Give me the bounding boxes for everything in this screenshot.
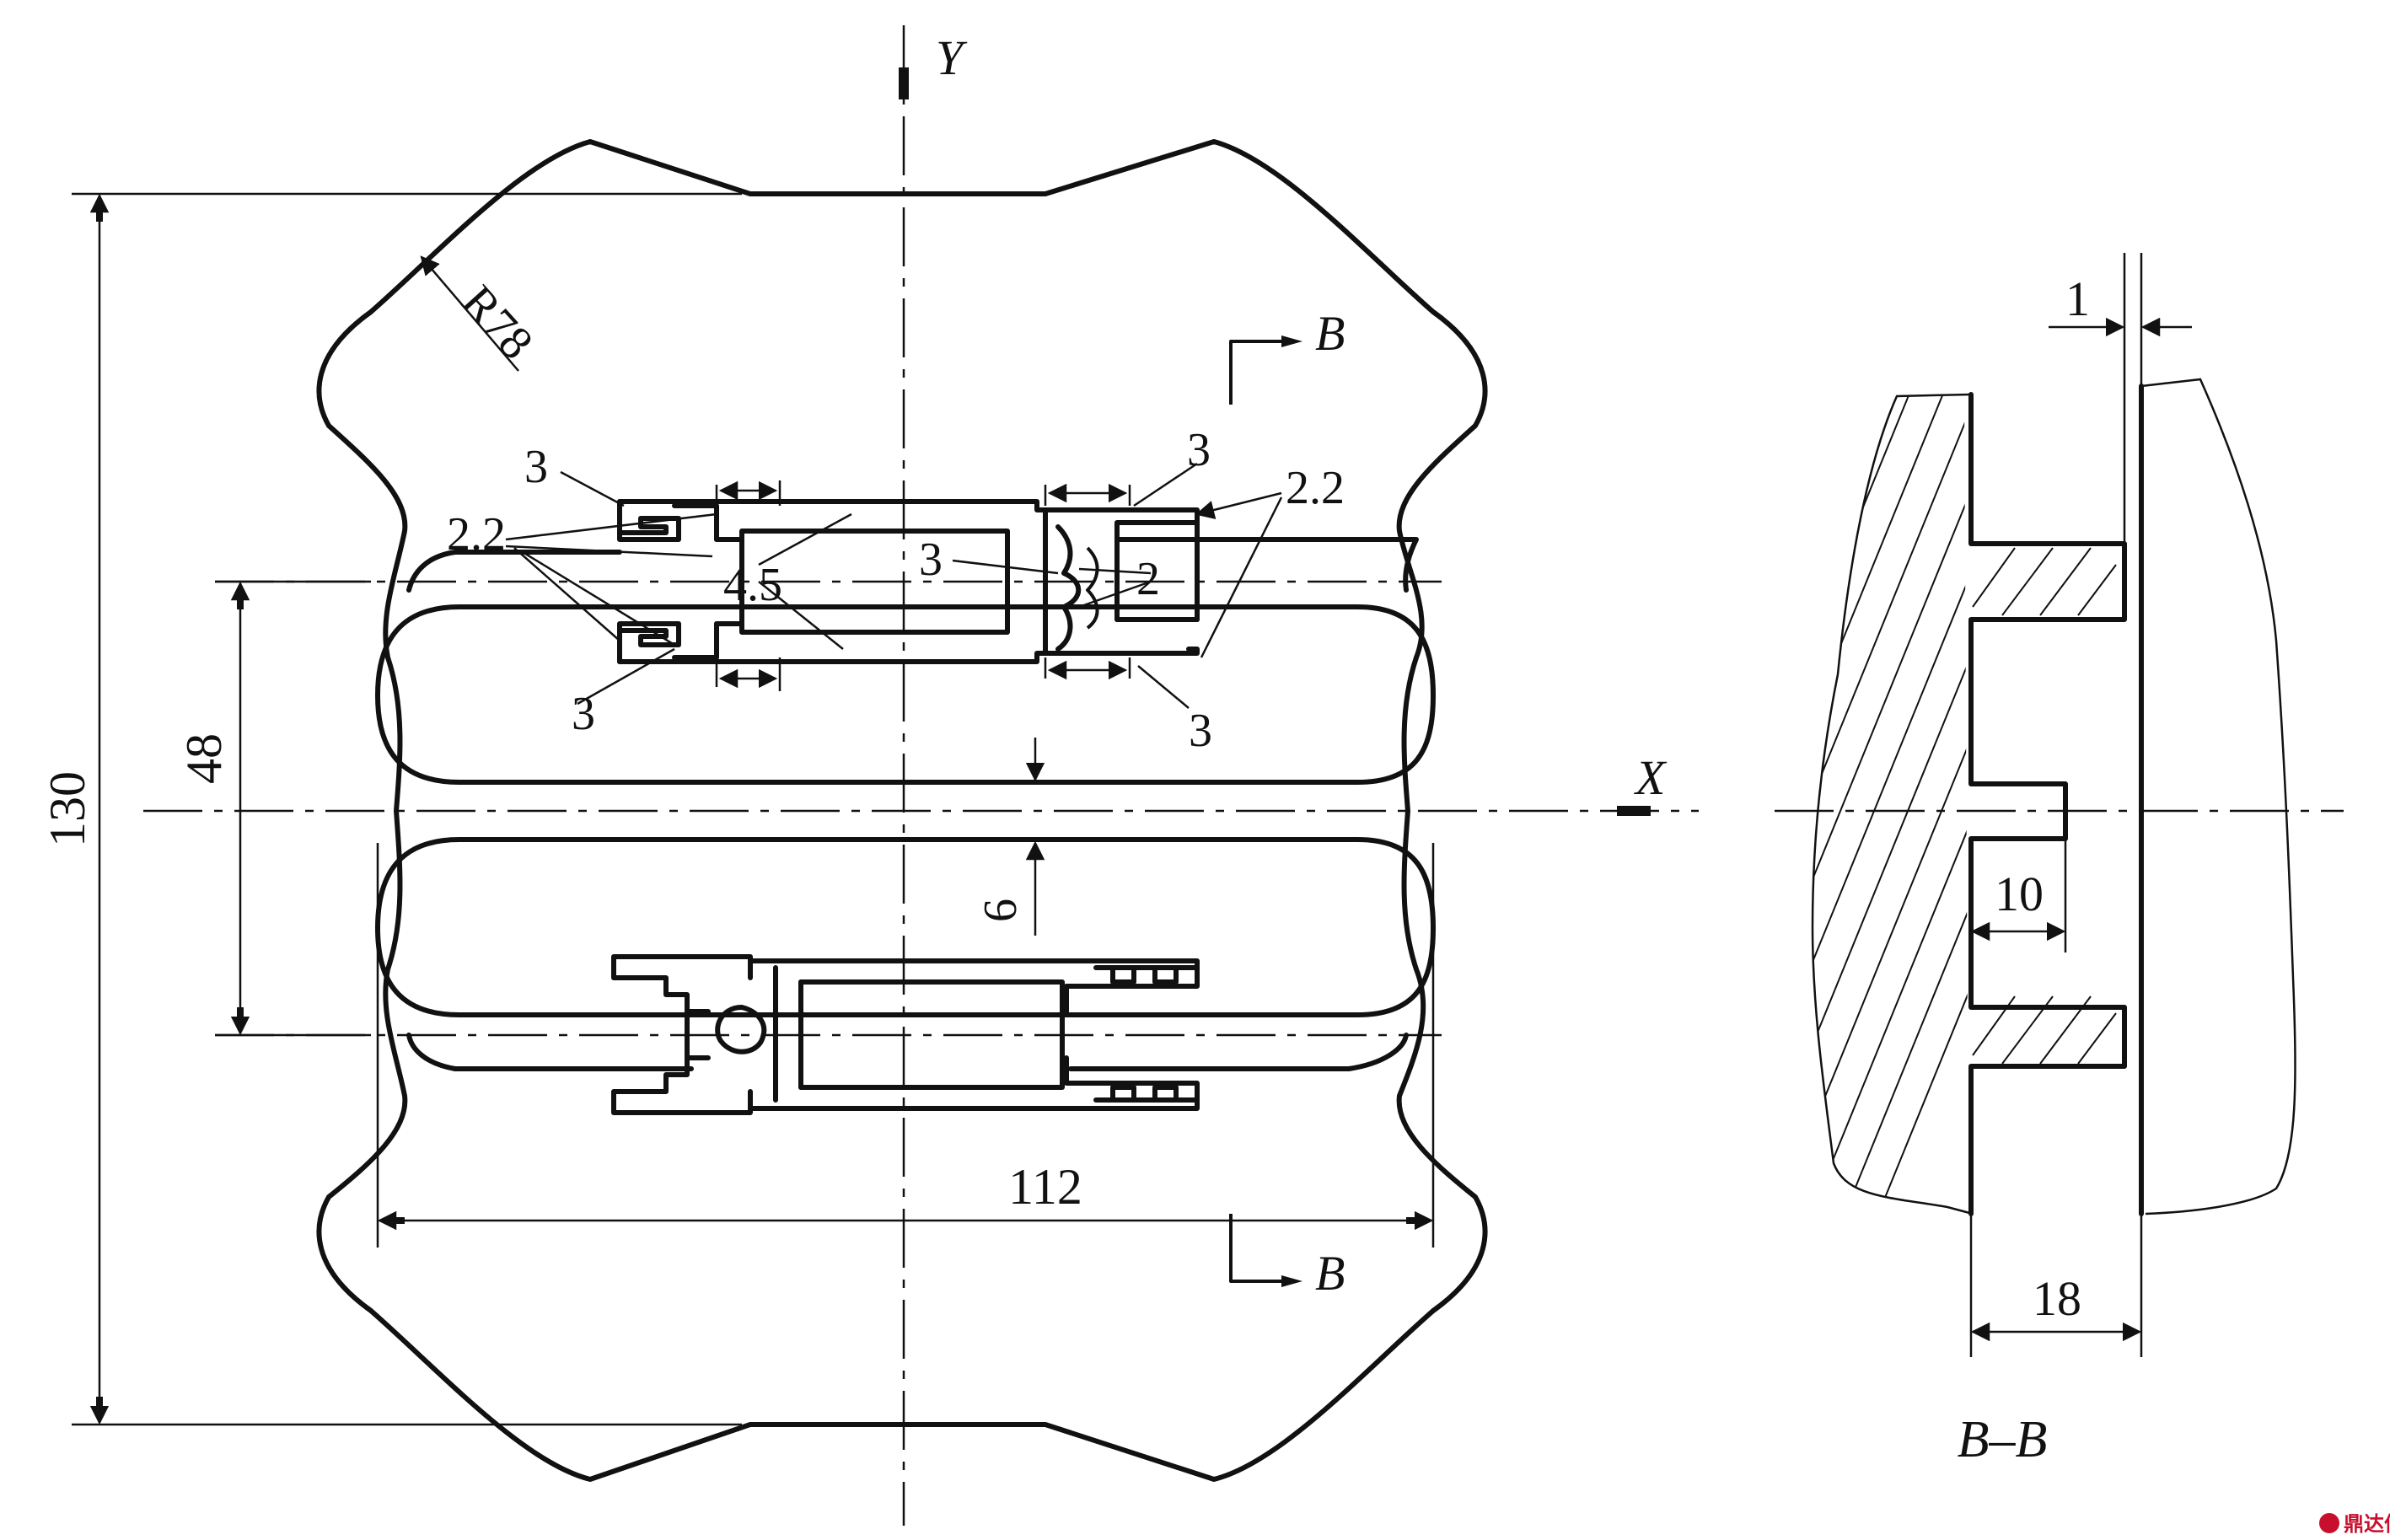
section-break-outline bbox=[1811, 393, 1974, 1215]
dim-6-label: 6 bbox=[975, 899, 1027, 922]
section-dim-18-label: 18 bbox=[2033, 1271, 2081, 1326]
callout-4-5: 4.5 bbox=[723, 559, 782, 611]
upper-side-edge bbox=[406, 537, 1419, 593]
section-marker-bottom: B bbox=[1229, 1214, 1345, 1301]
watermark-logo-icon bbox=[2319, 1513, 2339, 1533]
section-dim-10-label: 10 bbox=[1995, 867, 2044, 921]
x-axis-label: X bbox=[1634, 750, 1668, 805]
dim-48-label: 48 bbox=[176, 733, 232, 784]
lower-profile bbox=[611, 954, 1200, 1115]
dim-6: 6 bbox=[975, 738, 1045, 936]
callout-2: 2 bbox=[1136, 553, 1160, 605]
dim-r78-label: R78 bbox=[451, 276, 543, 369]
dim-130-label: 130 bbox=[40, 771, 95, 847]
callout-leaders bbox=[505, 462, 1283, 709]
y-axis-label: Y bbox=[936, 30, 968, 85]
y-axis-mark bbox=[899, 67, 909, 99]
watermark: 鼎达信 bbox=[2319, 1512, 2390, 1536]
section-rib-hatch bbox=[1972, 547, 2117, 1065]
x-axis-mark bbox=[1617, 806, 1651, 816]
lower-opening bbox=[375, 837, 1436, 1017]
callout-3-bottom-left: 3 bbox=[572, 688, 595, 740]
callout-2-2-right: 2.2 bbox=[1286, 462, 1345, 514]
main-view: Y X bbox=[40, 25, 1699, 1526]
section-dim-1-label: 1 bbox=[2065, 271, 2090, 326]
section-dim-1: 1 bbox=[2049, 271, 2192, 337]
dim-r78: R78 bbox=[420, 255, 543, 372]
section-dim-10: 10 bbox=[1970, 839, 2067, 952]
lower-side-edge bbox=[406, 1033, 1409, 1071]
callout-3-center: 3 bbox=[919, 534, 943, 586]
section-view-label: B–B bbox=[1958, 1411, 2048, 1468]
dim-112: 112 bbox=[376, 843, 1435, 1248]
section-marker-top: B bbox=[1229, 306, 1345, 405]
callout-3-top-right: 3 bbox=[1187, 424, 1211, 476]
section-hatch bbox=[1813, 396, 1968, 1214]
dim-48: 48 bbox=[176, 580, 371, 1037]
section-view: 1 10 18 B–B bbox=[1775, 253, 2344, 1468]
watermark-text: 鼎达信 bbox=[2344, 1512, 2390, 1536]
die-outer-contour bbox=[316, 139, 1488, 1482]
callout-3-bottom-right: 3 bbox=[1189, 705, 1212, 757]
dim-130: 130 bbox=[40, 192, 742, 1426]
section-dim-18: 18 bbox=[1969, 1214, 2143, 1357]
section-outline bbox=[1968, 392, 2127, 1216]
section-marker-top-label: B bbox=[1315, 306, 1345, 361]
callout-2-2-left: 2.2 bbox=[447, 508, 506, 561]
dim-112-label: 112 bbox=[1008, 1159, 1082, 1215]
callout-3-top-left: 3 bbox=[524, 441, 548, 493]
section-marker-bottom-label: B bbox=[1315, 1246, 1345, 1301]
upper-opening bbox=[375, 604, 1436, 785]
